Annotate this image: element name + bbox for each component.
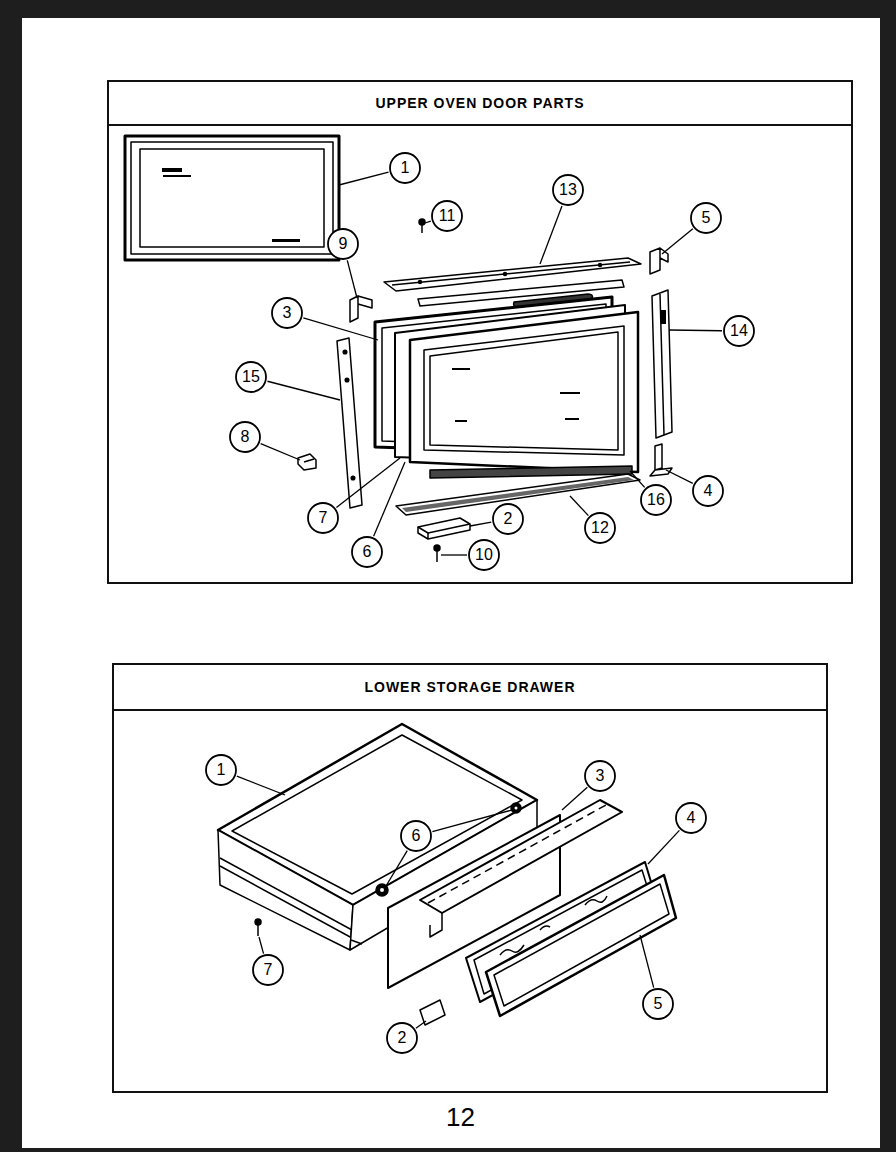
leader-line xyxy=(347,260,357,298)
callout-circle: 7 xyxy=(252,954,284,986)
callout-number: 4 xyxy=(687,810,696,826)
leader-line xyxy=(261,444,300,460)
leader-line xyxy=(666,470,693,483)
leader-line xyxy=(432,810,512,832)
leader-line xyxy=(669,329,722,331)
callout-circle: 7 xyxy=(307,502,339,534)
callout-circle: 2 xyxy=(386,1022,418,1054)
callout-circle: 16 xyxy=(640,484,672,516)
callout-circle: 10 xyxy=(468,539,500,571)
panel-header: LOWER STORAGE DRAWER xyxy=(114,665,826,711)
callout-number: 8 xyxy=(241,429,250,445)
page-number: 12 xyxy=(446,1102,475,1133)
leader-line xyxy=(562,787,587,810)
upper-door-parts xyxy=(125,136,672,562)
parts-panel: LOWER STORAGE DRAWER 1 3 4 6 7 5 2 xyxy=(112,663,828,1093)
callout-number: 3 xyxy=(596,768,605,784)
callout-circle: 6 xyxy=(351,536,383,568)
leader-line xyxy=(640,935,654,988)
callout-number: 16 xyxy=(647,492,665,508)
callout-circle: 15 xyxy=(235,361,267,393)
callout-number: 6 xyxy=(412,828,421,844)
leader-line xyxy=(425,221,431,223)
leader-line xyxy=(237,776,285,795)
callout-circle: 9 xyxy=(327,228,359,260)
callout-circle: 2 xyxy=(492,503,524,535)
callout-circle: 1 xyxy=(205,754,237,786)
leader-line xyxy=(416,1021,426,1028)
callout-circle: 13 xyxy=(552,174,584,206)
callout-number: 3 xyxy=(283,305,292,321)
leader-line xyxy=(648,830,679,864)
panel-header: UPPER OVEN DOOR PARTS xyxy=(109,82,851,126)
panel-title: LOWER STORAGE DRAWER xyxy=(364,679,575,695)
leader-line xyxy=(540,206,562,264)
leader-lines xyxy=(237,172,722,1028)
callout-circle: 6 xyxy=(400,820,432,852)
drawer-parts xyxy=(218,724,676,1025)
leader-line xyxy=(267,381,340,400)
callout-number: 1 xyxy=(401,160,410,176)
callout-number: 2 xyxy=(398,1030,407,1046)
callout-circle: 8 xyxy=(229,421,261,453)
callout-number: 9 xyxy=(339,236,348,252)
leader-line xyxy=(336,458,400,508)
page-sheet xyxy=(22,18,880,1148)
callout-circle: 12 xyxy=(584,512,616,544)
leader-line xyxy=(386,851,407,886)
leader-line xyxy=(339,172,389,185)
callout-number: 15 xyxy=(242,369,260,385)
callout-circle: 5 xyxy=(690,202,722,234)
panel-title: UPPER OVEN DOOR PARTS xyxy=(376,95,585,111)
callout-circle: 4 xyxy=(675,802,707,834)
callout-number: 7 xyxy=(264,962,273,978)
leader-line xyxy=(441,554,467,555)
callout-number: 10 xyxy=(475,547,493,563)
callout-number: 14 xyxy=(730,323,748,339)
callout-number: 11 xyxy=(439,208,456,224)
callout-number: 7 xyxy=(319,510,328,526)
leader-line xyxy=(303,318,378,340)
parts-panel: UPPER OVEN DOOR PARTS 1 13 11 5 9 3 14 15 8 4 16 7 2 1… xyxy=(107,80,853,584)
callout-number: 4 xyxy=(704,483,713,499)
callout-number: 5 xyxy=(702,210,711,226)
callout-number: 6 xyxy=(363,544,372,560)
leader-line xyxy=(662,229,693,254)
callout-circle: 14 xyxy=(723,315,755,347)
callout-circle: 5 xyxy=(642,988,674,1020)
callout-number: 2 xyxy=(504,511,513,527)
callout-circle: 3 xyxy=(584,760,616,792)
callout-circle: 1 xyxy=(389,152,421,184)
leader-line xyxy=(374,462,405,536)
leader-line xyxy=(570,496,588,516)
callout-circle: 11 xyxy=(431,200,463,232)
callout-number: 13 xyxy=(559,182,577,198)
callout-circle: 4 xyxy=(692,475,724,507)
callout-number: 5 xyxy=(654,996,663,1012)
leader-line xyxy=(630,471,645,487)
callout-number: 1 xyxy=(217,762,226,778)
leader-line xyxy=(470,522,491,526)
callout-circle: 3 xyxy=(271,297,303,329)
leader-line xyxy=(259,937,264,954)
callout-number: 12 xyxy=(591,520,609,536)
